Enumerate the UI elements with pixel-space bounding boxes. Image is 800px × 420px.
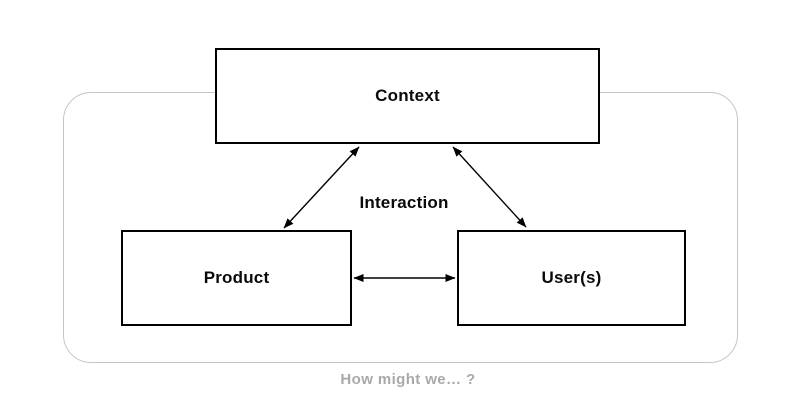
interaction-label: Interaction [359,193,449,212]
node-product: Product [121,230,352,326]
node-context-label: Context [375,86,440,105]
how-might-we-caption: How might we… ? [340,371,476,388]
node-users-label: User(s) [541,268,602,287]
node-context: Context [215,48,600,144]
node-product-label: Product [203,268,270,287]
node-users: User(s) [457,230,686,326]
